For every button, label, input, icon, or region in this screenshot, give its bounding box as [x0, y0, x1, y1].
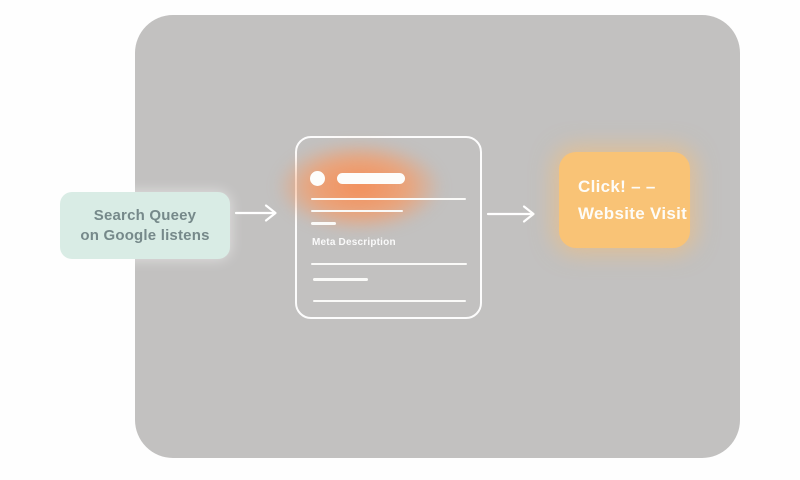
arrow-right-icon [234, 203, 280, 223]
placeholder-text-line [311, 222, 336, 225]
node-serp-result-card: Meta Description [269, 132, 484, 319]
placeholder-text-line [311, 210, 403, 212]
meta-description-label: Meta Description [312, 237, 396, 248]
arrow-right-icon [486, 204, 538, 224]
click-label-line2: Website Visit [578, 204, 688, 223]
search-query-label-line2: on Google listens [80, 226, 210, 244]
node-search-query: Search Queey on Google listens [60, 192, 230, 259]
placeholder-text-line [311, 198, 466, 200]
placeholder-text-line [313, 278, 368, 281]
placeholder-text-line [313, 300, 466, 302]
placeholder-text-line [311, 263, 467, 265]
result-favicon-dot-icon [310, 171, 325, 186]
result-title-pill-icon [337, 173, 405, 184]
click-label-line1: Click! – – [578, 177, 656, 196]
search-query-label-line1: Search Queey [93, 206, 197, 224]
node-website-visit: Click! – – Website Visit [559, 152, 690, 248]
